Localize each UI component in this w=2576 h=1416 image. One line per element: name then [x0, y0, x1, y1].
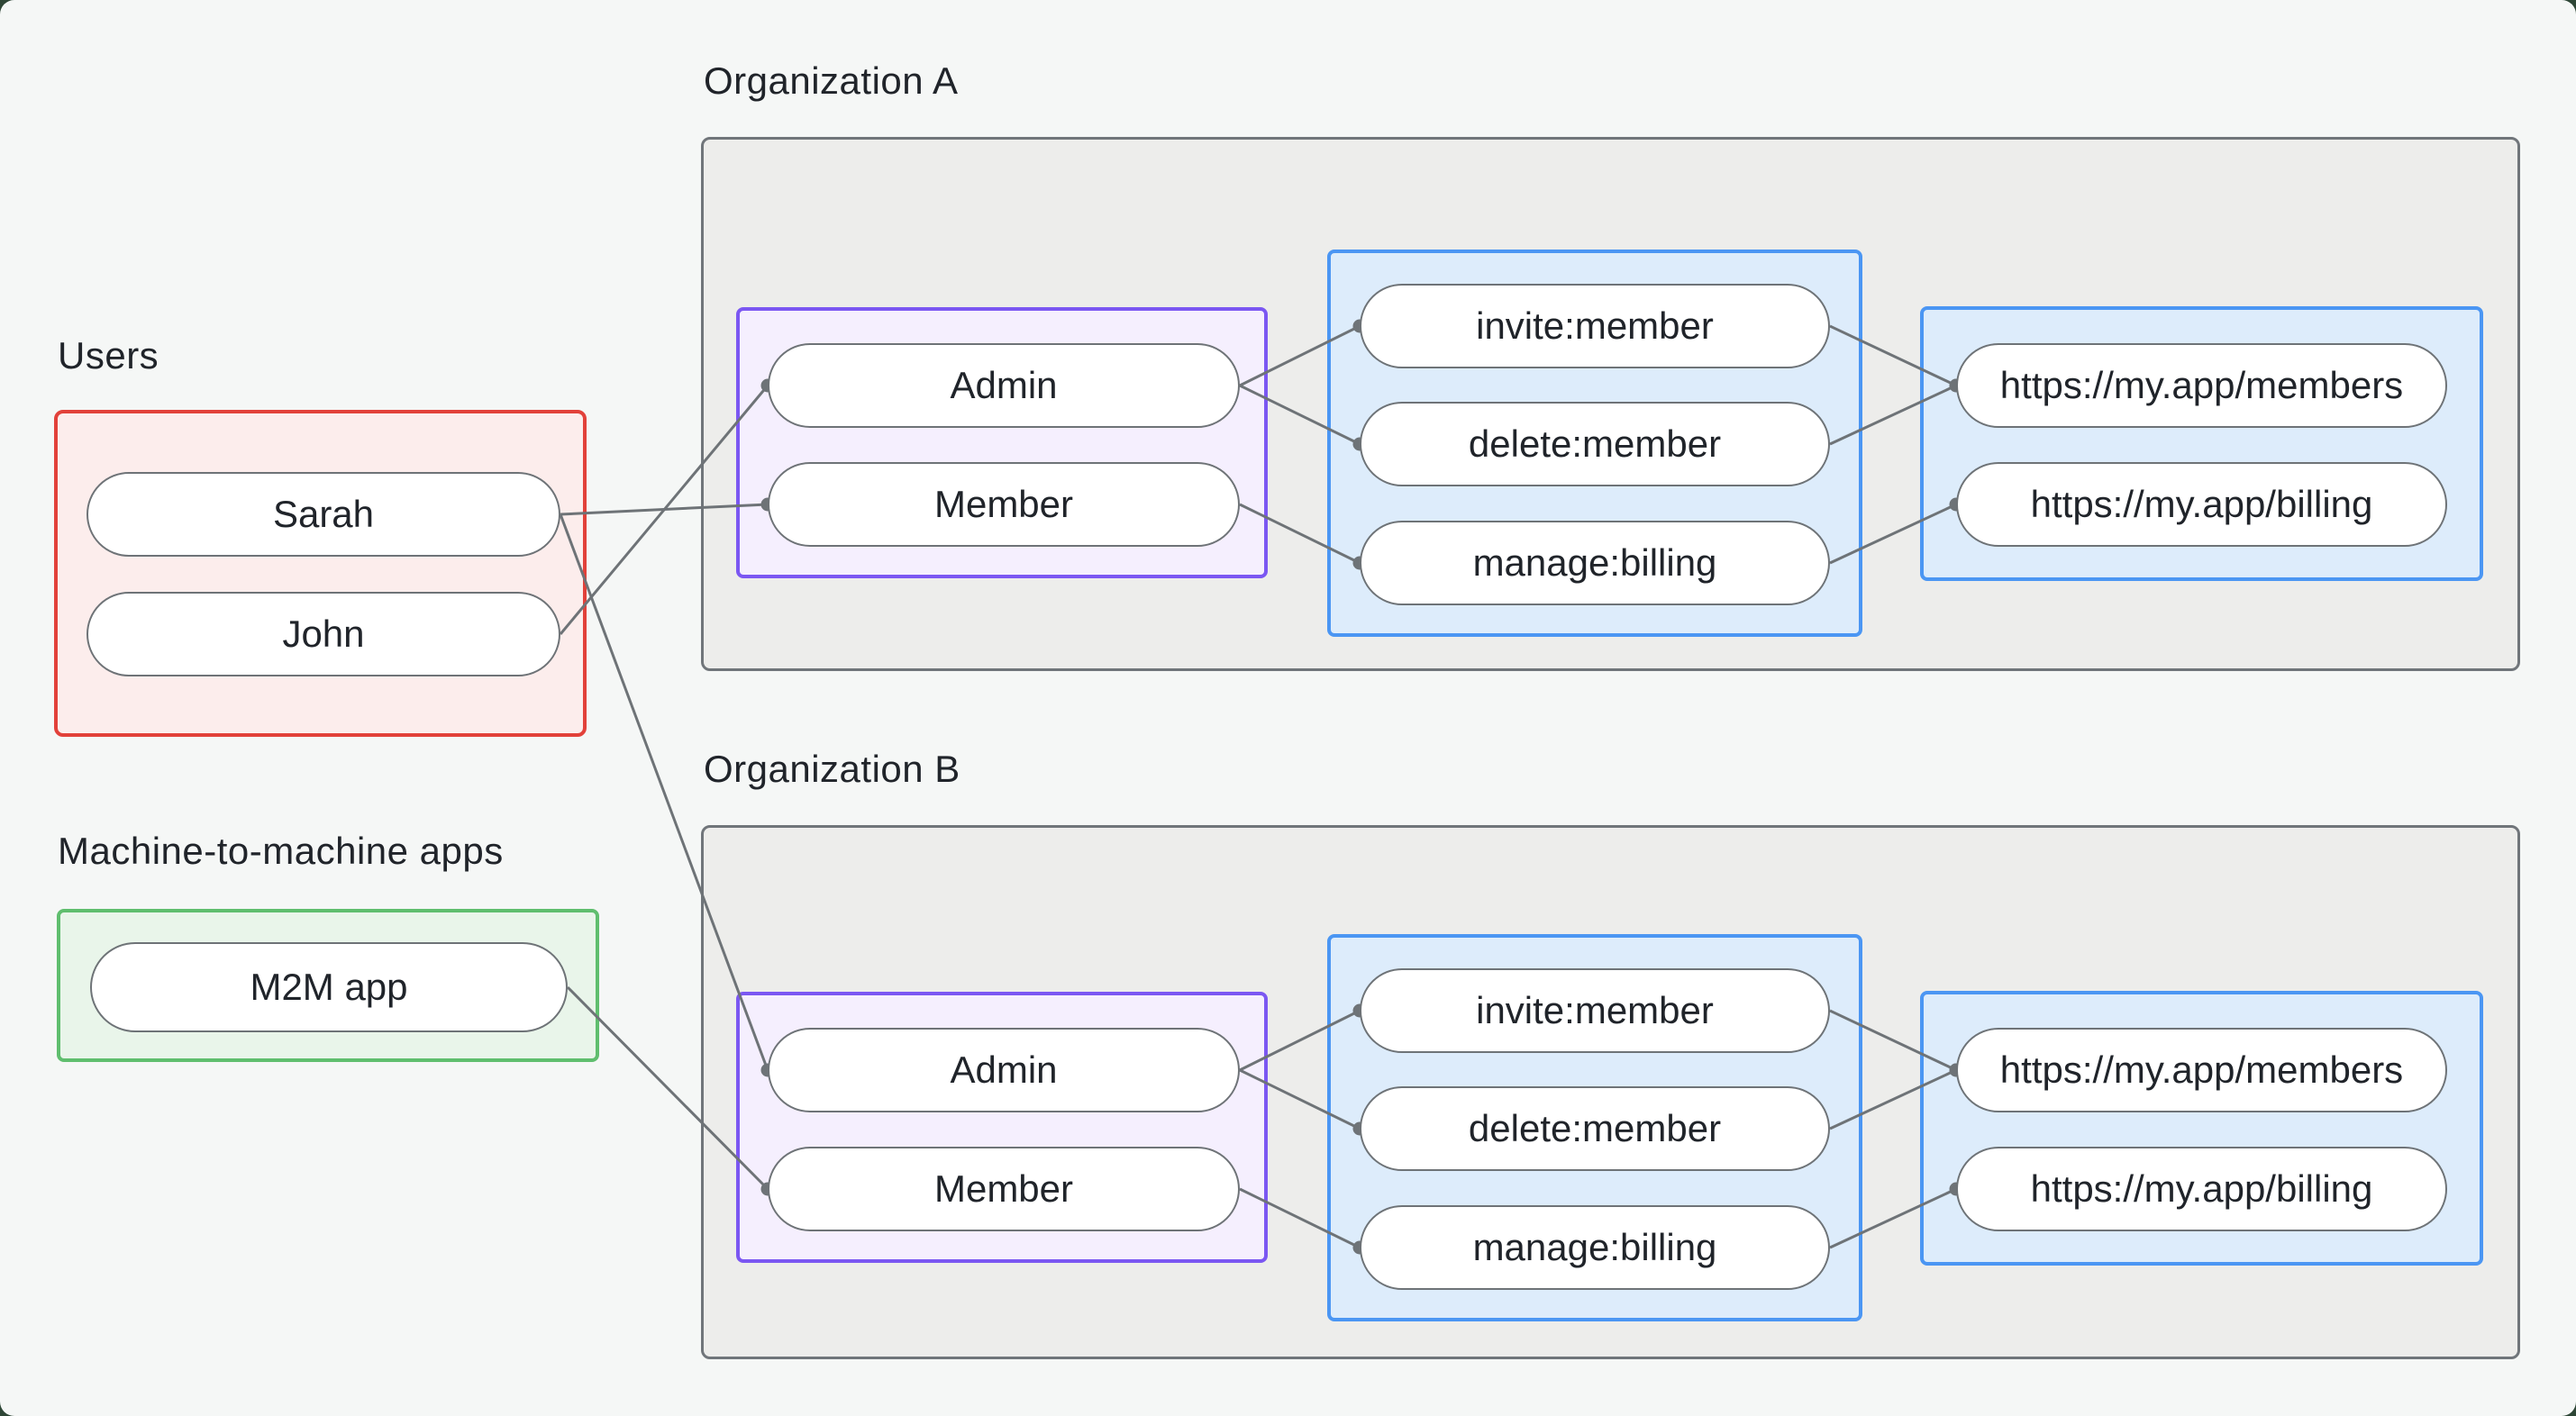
node-user-sarah: Sarah	[86, 472, 560, 557]
node-org-a-api-billing: https://my.app/billing	[1956, 462, 2447, 547]
node-m2m-app: M2M app	[90, 942, 568, 1032]
node-org-a-perm-manage-billing: manage:billing	[1360, 521, 1830, 605]
node-org-b-role-admin: Admin	[768, 1028, 1240, 1112]
node-org-b-perm-manage-billing: manage:billing	[1360, 1205, 1830, 1290]
node-org-a-role-admin: Admin	[768, 343, 1240, 428]
org-a-label: Organization A	[704, 59, 959, 102]
node-org-b-perm-invite-member: invite:member	[1360, 968, 1830, 1053]
node-org-a-api-members: https://my.app/members	[1956, 343, 2447, 428]
node-org-b-api-members: https://my.app/members	[1956, 1028, 2447, 1112]
users-box	[54, 410, 587, 737]
node-user-john: John	[86, 592, 560, 676]
node-org-b-role-member: Member	[768, 1147, 1240, 1231]
node-org-a-role-member: Member	[768, 462, 1240, 547]
m2m-group-label: Machine-to-machine apps	[58, 830, 504, 872]
users-group-label: Users	[58, 334, 159, 377]
node-org-a-perm-delete-member: delete:member	[1360, 402, 1830, 486]
node-org-b-api-billing: https://my.app/billing	[1956, 1147, 2447, 1231]
org-b-label: Organization B	[704, 748, 960, 790]
node-org-a-perm-invite-member: invite:member	[1360, 284, 1830, 368]
node-org-b-perm-delete-member: delete:member	[1360, 1086, 1830, 1171]
